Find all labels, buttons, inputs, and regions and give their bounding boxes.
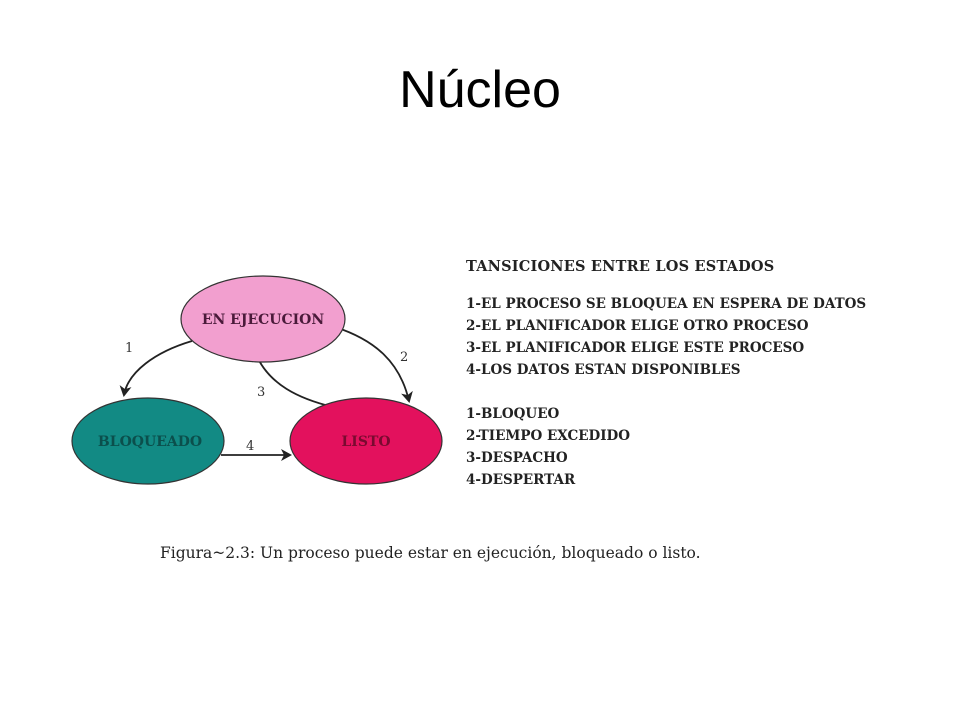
state-running-node — [180, 275, 346, 363]
transition-2-arrow — [334, 326, 413, 403]
list-item: 4-DESPERTAR — [466, 472, 576, 488]
state-blocked-label: BLOQUEADO — [98, 434, 202, 450]
transition-4-number: 4 — [246, 439, 254, 454]
list-item: 1-EL PROCESO SE BLOQUEA EN ESPERA DE DAT… — [466, 296, 867, 312]
list-item: 3-EL PLANIFICADOR ELIGE ESTE PROCESO — [466, 340, 805, 356]
transition-1-number: 1 — [125, 341, 133, 356]
state-ready-node — [289, 397, 443, 485]
list-item: 3-DESPACHO — [466, 450, 568, 466]
list-item: 2-EL PLANIFICADOR ELIGE OTRO PROCESO — [466, 318, 809, 334]
figure-caption: Figura~2.3: Un proceso puede estar en ej… — [160, 544, 701, 562]
list-item: 4-LOS DATOS ESTAN DISPONIBLES — [466, 362, 741, 378]
transition-3-number: 3 — [257, 385, 265, 400]
list-item: 2-TIEMPO EXCEDIDO — [466, 428, 631, 444]
state-blocked-node — [71, 397, 225, 485]
transitions-legend: TANSICIONES ENTRE LOS ESTADOS 1-EL PROCE… — [466, 258, 936, 491]
transition-1-arrow — [119, 340, 193, 397]
list-item: 1-BLOQUEO — [466, 406, 560, 422]
transition-name-list: 1-BLOQUEO 2-TIEMPO EXCEDIDO 3-DESPACHO 4… — [466, 403, 936, 491]
transition-description-list: 1-EL PROCESO SE BLOQUEA EN ESPERA DE DAT… — [466, 293, 936, 381]
state-running-label: EN EJECUCION — [202, 312, 325, 328]
state-ready-label: LISTO — [341, 434, 390, 450]
legend-title: TANSICIONES ENTRE LOS ESTADOS — [466, 258, 775, 275]
slide-title: Núcleo — [399, 61, 561, 119]
transition-2-number: 2 — [400, 350, 408, 365]
